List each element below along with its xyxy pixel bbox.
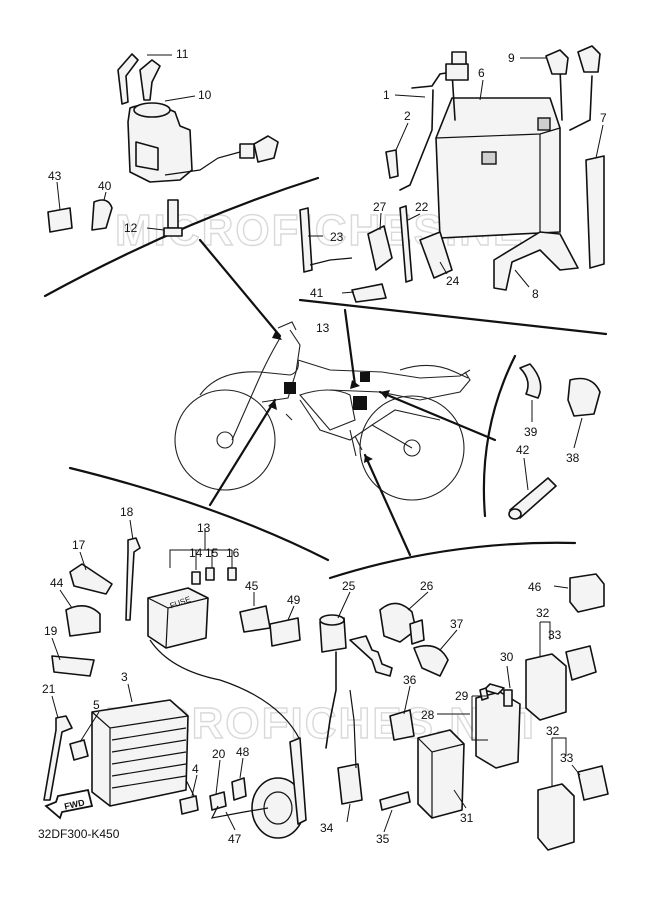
part-number-1: 1 — [383, 88, 390, 102]
part-number-47: 47 — [228, 832, 242, 846]
part-number-15: 15 — [205, 546, 219, 560]
part-number-36: 36 — [403, 673, 417, 687]
callout-line-ignition — [198, 238, 282, 338]
part-number-41: 41 — [310, 286, 324, 300]
part-number-23: 23 — [330, 230, 344, 244]
section-curve-left-electrics — [68, 466, 330, 562]
part-number-8: 8 — [532, 287, 539, 301]
section-curve-clamps — [482, 354, 517, 518]
part-number-34: 34 — [320, 821, 334, 835]
part-number-3: 3 — [121, 670, 128, 684]
part-number-2: 2 — [404, 109, 411, 123]
part-number-7: 7 — [600, 111, 607, 125]
fwd-label: FWD — [63, 797, 86, 811]
callout-line-battery — [343, 308, 357, 387]
part-number-29: 29 — [455, 689, 469, 703]
part-number-28: 28 — [421, 708, 435, 722]
regulator-rectifier — [69, 699, 199, 815]
part-number-38: 38 — [566, 451, 580, 465]
part-number-13-top: 13 — [316, 321, 330, 335]
diagram-code: 32DF300-K450 — [38, 827, 120, 841]
callout-line-clamps — [378, 390, 497, 442]
part-number-43: 43 — [48, 169, 62, 183]
part-number-46: 46 — [528, 580, 542, 594]
part-number-10: 10 — [198, 88, 212, 102]
part-number-11: 11 — [176, 47, 189, 61]
part-number-16: 16 — [226, 546, 240, 560]
part-number-49: 49 — [287, 593, 301, 607]
clamp-group — [508, 363, 601, 520]
part-number-18: 18 — [120, 505, 134, 519]
part-number-labels: 11 10 43 40 12 1 2 6 9 7 8 27 22 23 24 4… — [38, 47, 607, 846]
part-number-17: 17 — [72, 538, 86, 552]
part-number-35: 35 — [376, 832, 390, 846]
part-number-45: 45 — [245, 579, 259, 593]
part-number-31: 31 — [460, 811, 474, 825]
part-number-20: 20 — [212, 747, 226, 761]
part-number-32-top: 32 — [536, 606, 550, 620]
part-number-14: 14 — [189, 546, 203, 560]
part-number-12: 12 — [124, 221, 138, 235]
part-number-9: 9 — [508, 51, 515, 65]
motorcycle-outline — [174, 321, 471, 501]
section-curve-right-electrics — [328, 541, 577, 580]
part-number-5: 5 — [93, 698, 100, 712]
part-number-24: 24 — [446, 274, 460, 288]
callout-line-right — [363, 453, 412, 557]
part-number-4: 4 — [192, 762, 199, 776]
part-number-39: 39 — [524, 425, 538, 439]
part-number-40: 40 — [98, 179, 112, 193]
part-number-42: 42 — [516, 443, 530, 457]
part-number-22: 22 — [415, 200, 429, 214]
part-number-37: 37 — [450, 617, 464, 631]
part-number-33-bottom: 33 — [560, 751, 574, 765]
part-number-13-bottom: 13 — [197, 521, 211, 535]
part-number-44: 44 — [50, 576, 64, 590]
part-number-25: 25 — [342, 579, 356, 593]
part-number-32-bottom: 32 — [546, 724, 560, 738]
part-number-30: 30 — [500, 650, 514, 664]
part-number-6: 6 — [478, 66, 485, 80]
fwd-arrow-icon: FWD — [44, 788, 94, 820]
battery-assembly — [299, 45, 605, 303]
part-number-48: 48 — [236, 745, 250, 759]
right-electrics — [319, 573, 609, 851]
callout-line-left — [208, 398, 277, 507]
part-number-21: 21 — [42, 682, 56, 696]
part-number-19: 19 — [44, 624, 58, 638]
part-number-33-top: 33 — [548, 628, 562, 642]
part-number-26: 26 — [420, 579, 434, 593]
ignition-switch-assembly — [47, 53, 279, 237]
section-curve-battery — [298, 298, 608, 336]
part-number-27: 27 — [373, 200, 387, 214]
left-bands — [43, 537, 301, 801]
fuse-box-group: FUSE — [147, 567, 301, 741]
